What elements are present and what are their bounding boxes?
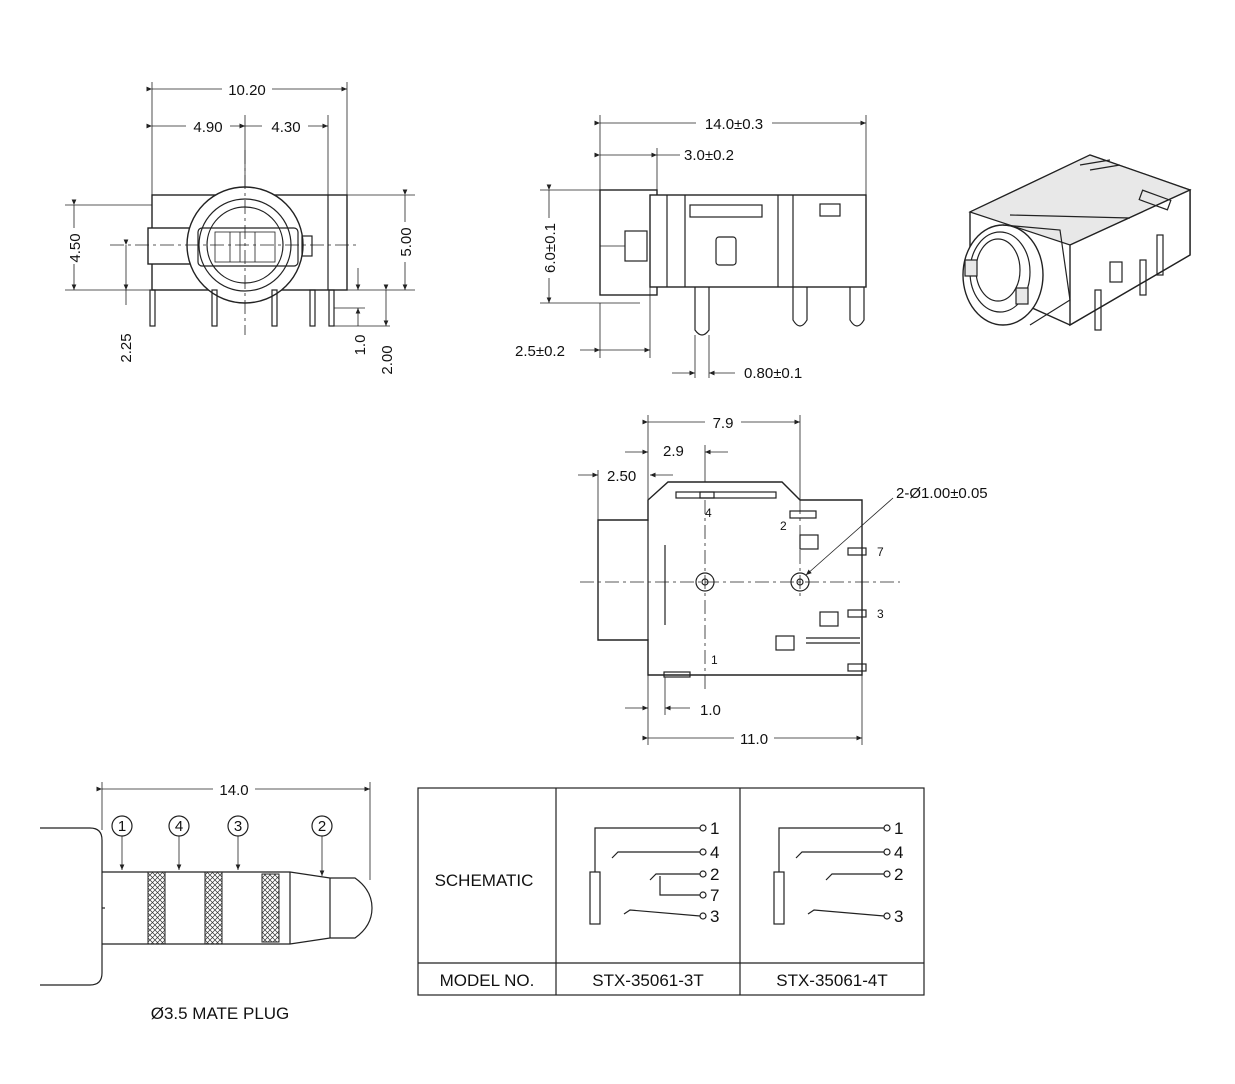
pin-3t-3: 3 — [710, 907, 719, 926]
bottom-view: 7.9 2.9 2.50 2-Ø1.00±0.05 — [578, 413, 988, 748]
schematic-table: SCHEMATIC MODEL NO. STX-35061-3T STX-350… — [417, 787, 925, 996]
pin-4t-4: 4 — [894, 843, 903, 862]
dim-hole-dia: 2-Ø1.00±0.05 — [896, 485, 988, 502]
pin-4t-3: 3 — [894, 907, 903, 926]
mate-plug: 14.0 1 4 3 2 Ø3.5 MATE PLUG — [40, 780, 373, 1023]
dim-10-20: 10.20 — [228, 82, 266, 99]
pin-3t-7: 7 — [710, 886, 719, 905]
dim-2-5-02: 2.5±0.2 — [515, 343, 565, 360]
row-label-schematic: SCHEMATIC — [435, 871, 534, 890]
model-4t: STX-35061-4T — [776, 971, 888, 990]
dim-2-00: 2.00 — [379, 345, 396, 374]
pin-4t-1: 1 — [894, 819, 903, 838]
dim-1-0: 1.0 — [352, 335, 369, 356]
model-3t: STX-35061-3T — [592, 971, 704, 990]
dim-14-0-03: 14.0±0.3 — [705, 116, 763, 133]
front-view: 10.20 4.90 4.30 4.50 — [64, 80, 415, 375]
dim-4-30: 4.30 — [271, 119, 300, 136]
callout-2: 2 — [318, 818, 326, 835]
callout-1: 1 — [118, 818, 126, 835]
dim-5-00: 5.00 — [398, 227, 415, 256]
dim-4-50: 4.50 — [67, 233, 84, 262]
pin-label-1: 1 — [711, 653, 718, 667]
isometric-view — [962, 154, 1192, 331]
dim-1-0-bottom: 1.0 — [700, 702, 721, 719]
row-label-model: MODEL NO. — [440, 971, 535, 990]
dim-3-0-02: 3.0±0.2 — [684, 147, 734, 164]
pin-3t-4: 4 — [710, 843, 719, 862]
schematic-4t: 1 4 2 3 — [773, 819, 903, 926]
dim-0-80-01: 0.80±0.1 — [744, 365, 802, 382]
dim-2-9: 2.9 — [663, 443, 684, 460]
callout-3: 3 — [234, 818, 242, 835]
dim-7-9: 7.9 — [713, 415, 734, 432]
schematic-3t: 1 4 2 7 3 — [589, 819, 719, 926]
pin-4t-2: 2 — [894, 865, 903, 884]
plug-caption: Ø3.5 MATE PLUG — [151, 1004, 290, 1023]
pin-label-4: 4 — [705, 506, 712, 520]
pin-3t-2: 2 — [710, 865, 719, 884]
dim-2-50: 2.50 — [607, 468, 636, 485]
pin-label-3: 3 — [877, 607, 884, 621]
dim-2-25: 2.25 — [118, 333, 135, 362]
pin-3t-1: 1 — [710, 819, 719, 838]
pin-label-7: 7 — [877, 545, 884, 559]
dim-14-0-plug: 14.0 — [219, 782, 248, 799]
side-view: 14.0±0.3 3.0±0.2 6.0±0.1 2 — [515, 114, 867, 382]
dim-6-0-01: 6.0±0.1 — [542, 223, 559, 273]
dim-11-0: 11.0 — [740, 731, 768, 748]
dim-4-90: 4.90 — [193, 119, 222, 136]
callout-4: 4 — [175, 818, 183, 835]
pin-label-2: 2 — [780, 519, 787, 533]
